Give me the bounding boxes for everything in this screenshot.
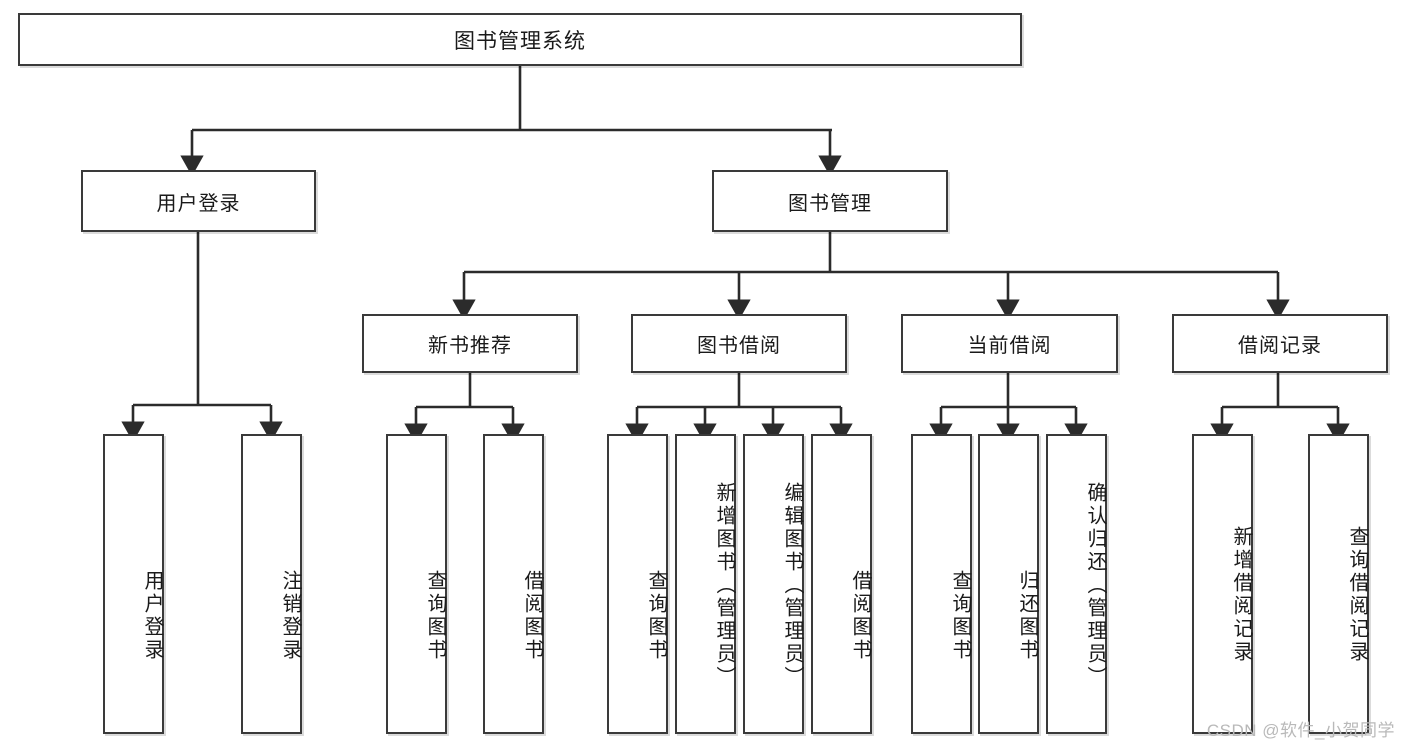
leaf-current-borrow-query-book[interactable]: 查询图书: [911, 434, 972, 734]
leaf-book-borrow-query-book[interactable]: 查询图书: [607, 434, 668, 734]
leaf-current-borrow-return-book[interactable]: 归还图书: [978, 434, 1039, 734]
leaf-user-login-logout[interactable]: 注销登录: [241, 434, 302, 734]
leaf-new-book-borrow-book[interactable]: 借阅图书: [483, 434, 544, 734]
node-root-book-management-system[interactable]: 图书管理系统: [18, 13, 1022, 66]
leaf-borrow-record-query-record[interactable]: 查询借阅记录: [1308, 434, 1369, 734]
leaf-book-borrow-edit-book-admin[interactable]: 编辑图书（管理员）: [743, 434, 804, 734]
node-user-login[interactable]: 用户登录: [81, 170, 316, 232]
node-current-borrowing[interactable]: 当前借阅: [901, 314, 1118, 373]
leaf-borrow-record-add-record[interactable]: 新增借阅记录: [1192, 434, 1253, 734]
leaf-book-borrow-add-book-admin[interactable]: 新增图书（管理员）: [675, 434, 736, 734]
node-new-book-recommendation[interactable]: 新书推荐: [362, 314, 578, 373]
leaf-new-book-query-book[interactable]: 查询图书: [386, 434, 447, 734]
node-book-borrowing[interactable]: 图书借阅: [631, 314, 847, 373]
node-book-management[interactable]: 图书管理: [712, 170, 948, 232]
leaf-book-borrow-borrow-book[interactable]: 借阅图书: [811, 434, 872, 734]
leaf-current-borrow-confirm-return-admin[interactable]: 确认归还（管理员）: [1046, 434, 1107, 734]
leaf-user-login-login[interactable]: 用户登录: [103, 434, 164, 734]
csdn-watermark: CSDN @软件_小贺同学: [1206, 721, 1395, 740]
node-borrowing-record[interactable]: 借阅记录: [1172, 314, 1388, 373]
